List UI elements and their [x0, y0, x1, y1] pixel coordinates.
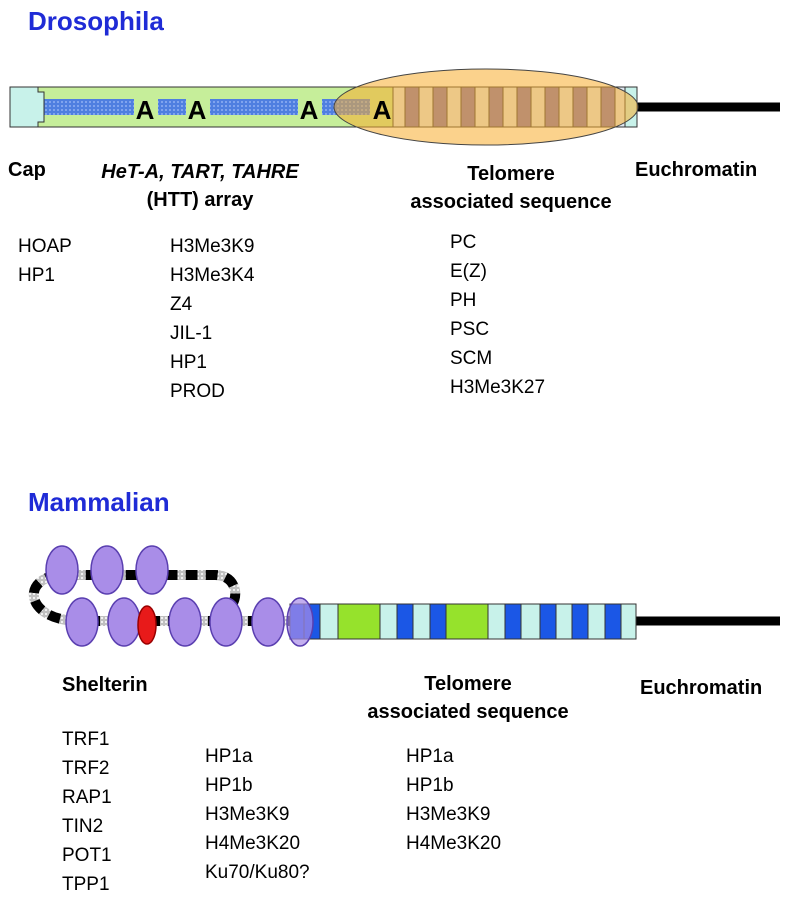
tas-boxes [289, 603, 637, 640]
drosophila-tas-label: Telomere associated sequence [395, 160, 627, 216]
a-mark: A [373, 95, 392, 125]
polycomb-domain-ellipse [333, 68, 639, 146]
list-item: PROD [170, 381, 225, 402]
mammalian-tas-label: Telomere associated sequence [352, 670, 584, 726]
a-mark: A [300, 95, 319, 125]
drosophila-title: Drosophila [28, 6, 164, 36]
drosophila-tas-protein-list: PC E(Z) PH PSC SCM H3Me3K27 [450, 228, 545, 402]
list-item: H3Me3K4 [170, 265, 255, 286]
list-item: TRF2 [62, 758, 110, 779]
mammalian-tas-protein-list: HP1a HP1b H3Me3K9 H4Me3K20 [406, 742, 501, 858]
htt-array-label: HeT-A, TART, TAHRE (HTT) array [100, 158, 300, 214]
list-item: JIL-1 [170, 323, 213, 344]
tas-label-line1: Telomere [467, 163, 555, 185]
list-item: E(Z) [450, 261, 487, 282]
middle-protein-list: HP1a HP1b H3Me3K9 H4Me3K20 Ku70/Ku80? [205, 742, 310, 887]
list-item: H4Me3K20 [406, 833, 502, 854]
mammalian-title: Mammalian [28, 487, 170, 517]
list-item: H4Me3K20 [205, 833, 301, 854]
list-item: HOAP [18, 236, 72, 257]
list-item: Z4 [170, 294, 193, 315]
list-item: H3Me3K9 [406, 804, 491, 825]
cap-label: Cap [8, 159, 46, 181]
list-item: HP1 [18, 265, 55, 286]
list-item: HP1b [406, 775, 454, 796]
drosophila-euchromatin-label: Euchromatin [635, 159, 758, 181]
list-item: HP1a [205, 746, 253, 767]
shelterin-protein-list: TRF1 TRF2 RAP1 TIN2 POT1 TPP1 [62, 725, 112, 899]
list-item: H3Me3K9 [170, 236, 255, 257]
mammalian-chromosome [28, 545, 780, 647]
list-item: H3Me3K9 [205, 804, 290, 825]
list-item: PC [450, 232, 477, 253]
list-item: RAP1 [62, 787, 112, 808]
list-item: PSC [450, 319, 490, 340]
shelterin-nucleosomes [45, 545, 285, 647]
list-item: HP1a [406, 746, 454, 767]
cap-protein-list: HOAP HP1 [18, 232, 72, 290]
htt-label-line2: (HTT) array [146, 189, 254, 211]
list-item: SCM [450, 348, 493, 369]
tas-label-line2: associated sequence [367, 701, 569, 723]
list-item: H3Me3K27 [450, 377, 546, 398]
a-mark: A [136, 95, 155, 125]
mammalian-euchromatin-label: Euchromatin [640, 677, 763, 699]
overlap-nucleosome [286, 597, 314, 647]
a-mark: A [188, 95, 207, 125]
tas-label-line1: Telomere [424, 673, 512, 695]
shelterin-label: Shelterin [62, 674, 148, 696]
list-item: HP1 [170, 352, 207, 373]
cap-block [9, 86, 45, 128]
list-item: Ku70/Ku80? [205, 862, 310, 883]
tas-label-line2: associated sequence [410, 191, 612, 213]
list-item: HP1b [205, 775, 253, 796]
htt-label-line1: HeT-A, TART, TAHRE [101, 161, 299, 183]
list-item: TPP1 [62, 874, 110, 895]
list-item: POT1 [62, 845, 112, 866]
htt-protein-list: H3Me3K9 H3Me3K4 Z4 JIL-1 HP1 PROD [170, 232, 255, 406]
list-item: TIN2 [62, 816, 104, 837]
list-item: TRF1 [62, 729, 110, 750]
list-item: PH [450, 290, 477, 311]
red-protein-marker [137, 605, 157, 645]
drosophila-chromosome: A A A A [9, 68, 780, 146]
